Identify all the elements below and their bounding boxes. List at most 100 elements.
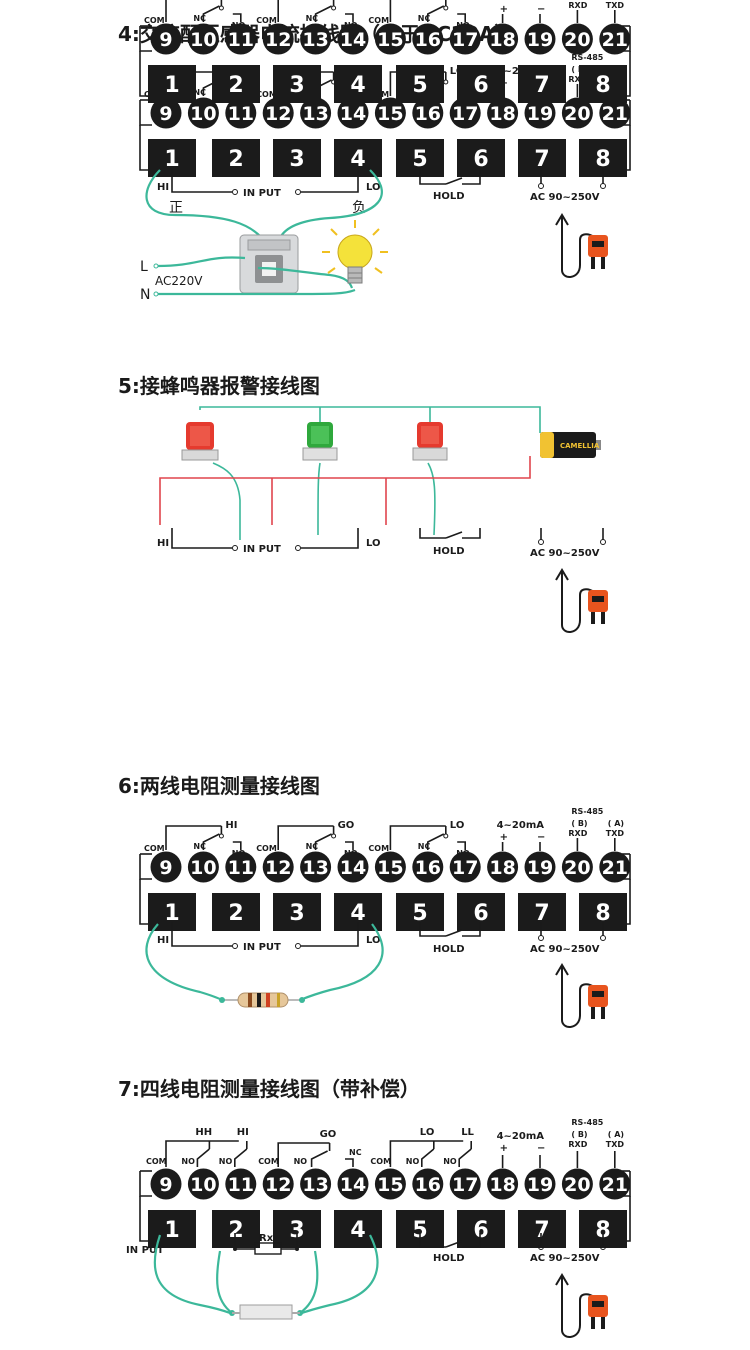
terminal-label: 11 <box>228 29 254 51</box>
terminal-9 <box>150 1168 182 1200</box>
terminal-6 <box>457 1210 505 1248</box>
terminal-label: 17 <box>452 1174 478 1196</box>
terminal-label: 12 <box>265 29 291 51</box>
svg-text:RXD: RXD <box>568 1140 587 1149</box>
plus-label: + <box>500 832 508 843</box>
terminal-label: 18 <box>489 29 515 51</box>
section-title: 5:接蜂鸣器报警接线图 <box>118 374 320 398</box>
terminal-17 <box>449 97 481 129</box>
terminal-label: 3 <box>289 147 304 172</box>
terminal-label: 6 <box>473 901 488 926</box>
terminal-label: 19 <box>527 103 553 125</box>
terminal-label: 6 <box>473 73 488 98</box>
resistor-icon <box>219 992 305 1008</box>
terminal-label: 10 <box>190 857 216 879</box>
terminal-label: 7 <box>534 147 549 172</box>
svg-text:GO: GO <box>320 1129 337 1140</box>
terminal-12 <box>262 851 294 883</box>
rs485-b-label: ( B) <box>571 819 587 828</box>
input-label: IN PUT <box>126 1245 164 1256</box>
svg-text:NC: NC <box>349 1148 362 1157</box>
hi-label: HI <box>157 538 169 549</box>
section-5: 5:接蜂鸣器报警接线图 <box>0 0 750 720</box>
terminal-label: 9 <box>159 29 172 51</box>
plus-label: + <box>500 4 508 15</box>
line-l-label: L <box>140 259 148 275</box>
terminal-17 <box>449 851 481 883</box>
terminal-12 <box>262 1168 294 1200</box>
com-label: COM <box>256 90 277 99</box>
terminal-21 <box>599 23 631 55</box>
red-beacon-icon <box>181 422 219 461</box>
terminal-label: 5 <box>412 73 427 98</box>
power-plug-icon <box>555 568 608 633</box>
com-label: COM <box>368 844 389 853</box>
rs485-label: RS-485 <box>571 53 603 62</box>
terminal-label: 2 <box>228 73 243 98</box>
com-label: COM <box>144 844 165 853</box>
ac-label: AC 90~250V <box>530 548 600 559</box>
ac-label: AC 90~250V <box>530 1253 600 1264</box>
power-plug-icon <box>555 1273 608 1338</box>
terminal-14 <box>337 1168 369 1200</box>
terminal-label: 15 <box>377 857 403 879</box>
terminal-10 <box>187 97 219 129</box>
terminal-label: 3 <box>289 901 304 926</box>
hold-label: HOLD <box>433 944 465 955</box>
terminal-10 <box>187 851 219 883</box>
terminal-label: 13 <box>302 29 328 51</box>
terminal-18 <box>487 1168 519 1200</box>
terminal-label: 5 <box>412 1218 427 1243</box>
terminal-label: 7 <box>534 901 549 926</box>
green-beacon-icon <box>302 422 338 461</box>
terminal-16 <box>412 97 444 129</box>
nc-label: NC <box>193 14 206 23</box>
terminal-3 <box>273 893 321 931</box>
section-4: 4:交流配互感器电流接线图（大于DC20A） COMNCNOHICOMNCNOG… <box>0 0 750 330</box>
terminal-20 <box>561 23 593 55</box>
terminal-label: 16 <box>415 1174 441 1196</box>
positive-label: 正 <box>169 200 183 216</box>
terminal-label: 13 <box>302 857 328 879</box>
terminal-label: 8 <box>595 901 610 926</box>
hold-label: HOLD <box>433 1253 465 1264</box>
terminal-label: 11 <box>228 1174 254 1196</box>
com-label: COM <box>256 16 277 25</box>
ac-label: AC 90~250V <box>530 944 600 955</box>
terminal-label: 19 <box>527 29 553 51</box>
line-n-label: N <box>140 287 150 303</box>
terminal-7 <box>518 139 566 177</box>
terminal-2 <box>212 139 260 177</box>
terminal-13 <box>300 23 332 55</box>
terminal-label: 2 <box>228 1218 243 1243</box>
terminal-9 <box>150 851 182 883</box>
section-6: 6:两线电阻测量接线图 COMNCNOHICOMNCNOGOCOMNCNOLO4… <box>0 760 750 1050</box>
terminal-label: 4 <box>350 901 365 926</box>
terminal-label: 5 <box>412 147 427 172</box>
terminal-16 <box>412 851 444 883</box>
rs485-label: RS-485 <box>571 807 603 816</box>
terminal-7 <box>518 65 566 103</box>
terminal-label: 18 <box>489 1174 515 1196</box>
terminal-20 <box>561 97 593 129</box>
terminal-label: 9 <box>159 103 172 125</box>
terminal-label: 1 <box>164 901 179 926</box>
terminal-15 <box>374 97 406 129</box>
relay-label: GO <box>338 820 355 831</box>
svg-text:LO: LO <box>420 1127 435 1138</box>
terminal-1 <box>148 65 196 103</box>
terminal-label: 6 <box>473 147 488 172</box>
svg-text:( A): ( A) <box>608 1130 624 1139</box>
terminal-label: 1 <box>164 1218 179 1243</box>
section-title: 6:两线电阻测量接线图 <box>118 774 320 798</box>
lo-label: LO <box>366 935 381 946</box>
terminal-15 <box>374 851 406 883</box>
svg-text:NO: NO <box>443 1157 457 1166</box>
terminal-label: 18 <box>489 857 515 879</box>
terminal-label: 5 <box>412 901 427 926</box>
terminal-label: 17 <box>452 29 478 51</box>
minus-label: − <box>537 832 545 843</box>
terminal-label: 15 <box>377 29 403 51</box>
